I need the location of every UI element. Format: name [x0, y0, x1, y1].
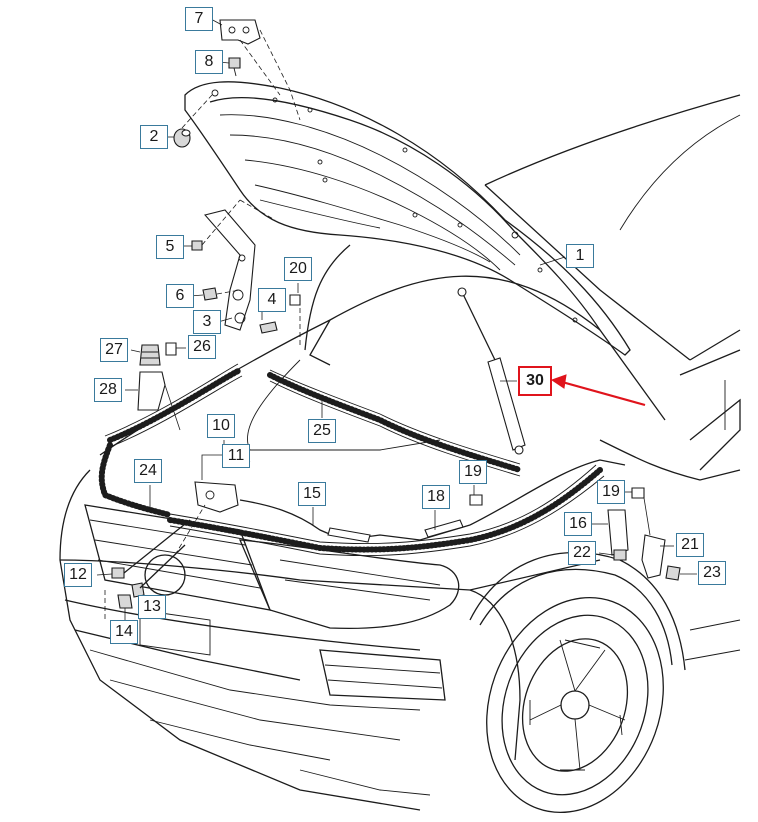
- part-label-15[interactable]: 15: [298, 482, 326, 506]
- part-label-27[interactable]: 27: [100, 338, 128, 362]
- clip-20: [289, 294, 301, 306]
- bolt-8: [228, 57, 241, 77]
- clip-19a: [469, 494, 483, 506]
- clip-19b: [631, 487, 645, 499]
- bolt-4: [259, 321, 278, 334]
- part-label-20[interactable]: 20: [284, 257, 312, 281]
- hood-hinge-top: [219, 19, 261, 45]
- part-label-14[interactable]: 14: [110, 620, 138, 644]
- part-label-2[interactable]: 2: [140, 125, 168, 149]
- leader-lines: [96, 17, 697, 620]
- gas-strut: [457, 287, 526, 455]
- part-label-10[interactable]: 10: [207, 414, 235, 438]
- part-label-26[interactable]: 26: [188, 335, 216, 359]
- part-label-5[interactable]: 5: [156, 235, 184, 259]
- part-label-4[interactable]: 4: [258, 288, 286, 312]
- release-lever-21: [641, 534, 666, 579]
- bolt-5: [191, 240, 203, 251]
- part-label-12[interactable]: 12: [64, 563, 92, 587]
- bracket-16: [607, 509, 629, 556]
- bolt-13-shaft: [139, 544, 186, 589]
- part-label-30[interactable]: 30: [518, 366, 552, 396]
- part-label-24[interactable]: 24: [134, 459, 162, 483]
- part-label-13[interactable]: 13: [138, 595, 166, 619]
- part-label-7[interactable]: 7: [185, 7, 213, 31]
- hood-hinge-bracket: [203, 209, 256, 331]
- bolt-12: [111, 567, 125, 579]
- part-label-3[interactable]: 3: [193, 310, 221, 334]
- clip-26: [165, 342, 177, 356]
- bump-stop: [173, 128, 191, 148]
- part-label-19-upper[interactable]: 19: [459, 460, 487, 484]
- nut-6: [202, 287, 218, 301]
- part-label-25[interactable]: 25: [308, 419, 336, 443]
- bracket-28: [137, 371, 166, 411]
- part-label-16[interactable]: 16: [564, 512, 592, 536]
- bolt-12-shaft: [123, 519, 191, 574]
- release-cable: [239, 459, 626, 543]
- clip-14: [117, 594, 133, 609]
- hood-seal: [98, 363, 605, 556]
- part-label-1[interactable]: 1: [566, 244, 594, 268]
- part-label-22[interactable]: 22: [568, 541, 596, 565]
- part-label-23[interactable]: 23: [698, 561, 726, 585]
- part-label-8[interactable]: 8: [195, 50, 223, 74]
- part-label-19-right[interactable]: 19: [597, 480, 625, 504]
- clip-23: [665, 565, 681, 581]
- bolt-22: [613, 549, 627, 561]
- hood-lock: [194, 481, 239, 513]
- highlight-arrow: [550, 374, 646, 407]
- part-label-21[interactable]: 21: [676, 533, 704, 557]
- car-body: [59, 94, 741, 814]
- part-label-28[interactable]: 28: [94, 378, 122, 402]
- buffer-27: [139, 344, 161, 366]
- part-label-6[interactable]: 6: [166, 284, 194, 308]
- part-label-18[interactable]: 18: [422, 485, 450, 509]
- part-label-11[interactable]: 11: [222, 444, 250, 468]
- hood-panel: [184, 81, 631, 356]
